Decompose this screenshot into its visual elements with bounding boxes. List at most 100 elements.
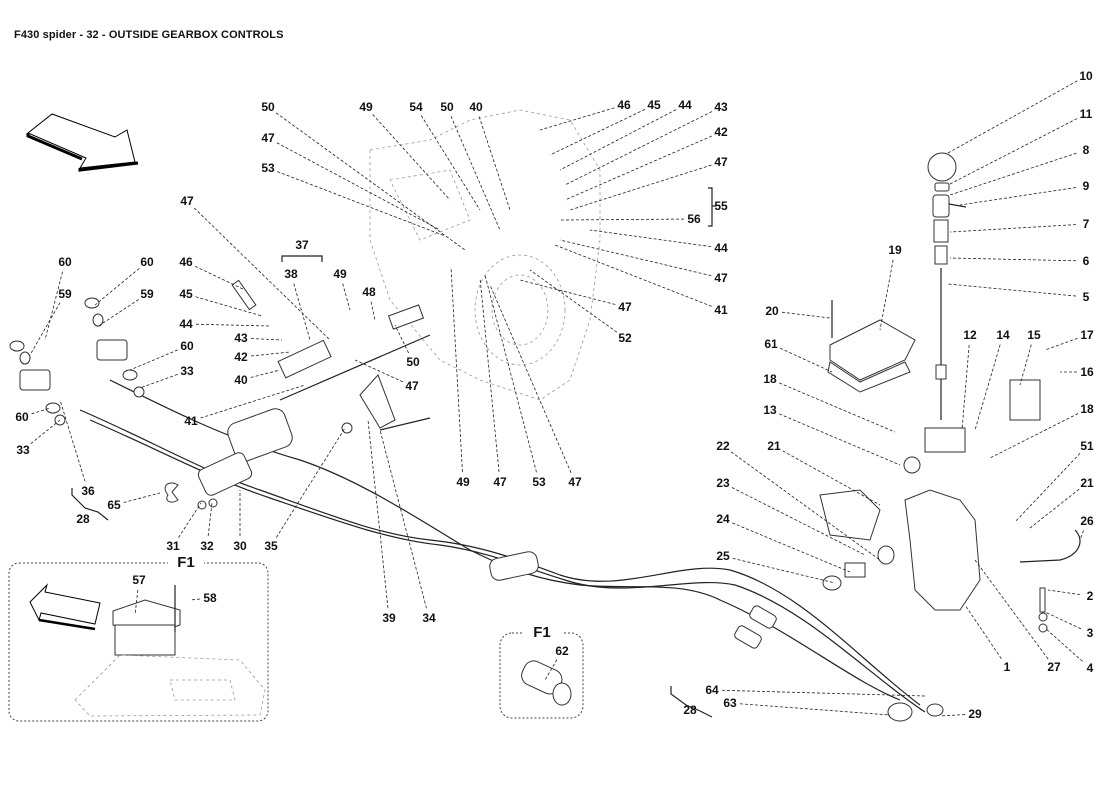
callout-22: 22: [716, 439, 730, 453]
callout-34: 34: [422, 611, 436, 625]
leader-line-44: [195, 323, 271, 327]
leader-line-49: [342, 283, 351, 311]
leader-line-14: [974, 344, 1001, 431]
callout-4: 4: [1086, 661, 1094, 675]
leader-line-53: [277, 171, 446, 237]
callout-47: 47: [714, 155, 728, 169]
callout-37: 37: [295, 238, 309, 252]
callout-47: 47: [714, 271, 728, 285]
callout-49: 49: [359, 100, 373, 114]
callout-51: 51: [1080, 439, 1094, 453]
leader-line-43: [564, 111, 713, 186]
leader-line-41: [554, 244, 712, 307]
leader-line-52: [529, 269, 618, 333]
leader-line-64: [721, 689, 926, 697]
leader-line-21: [782, 450, 881, 506]
callout-14: 14: [996, 328, 1010, 342]
callout-40: 40: [469, 100, 483, 114]
callout-19: 19: [888, 243, 902, 257]
callout-18: 18: [763, 372, 777, 386]
direction-arrow-icon: [26, 113, 139, 172]
callout-45: 45: [647, 98, 661, 112]
callout-35: 35: [264, 539, 278, 553]
leader-line-1: [964, 604, 1002, 659]
leader-line-50: [275, 112, 466, 251]
callout-53: 53: [261, 161, 275, 175]
leader-line-15: [1019, 344, 1032, 386]
gate-plate: [827, 300, 916, 393]
callout-61: 61: [764, 337, 778, 351]
leader-line-36: [59, 399, 86, 482]
leader-line-44: [589, 229, 712, 248]
callout-47: 47: [405, 379, 419, 393]
leader-line-51: [1014, 452, 1081, 523]
shift-lever: [927, 152, 967, 420]
callout-15: 15: [1027, 328, 1041, 342]
callout-49: 49: [456, 475, 470, 489]
callout-28: 28: [683, 703, 697, 717]
callout-46: 46: [617, 98, 631, 112]
leader-line-58: [189, 598, 201, 601]
cable-end-fittings: [9, 297, 353, 510]
callout-13: 13: [763, 403, 777, 417]
callout-47: 47: [618, 300, 632, 314]
callout-21: 21: [767, 439, 781, 453]
leader-line-54: [420, 115, 481, 211]
leader-line-40: [250, 369, 281, 378]
callout-46: 46: [179, 255, 193, 269]
inset-f1-left-title: F1: [177, 554, 195, 571]
leader-line-26: [1079, 530, 1084, 541]
callout-50: 50: [406, 355, 420, 369]
callout-41: 41: [714, 303, 728, 317]
callout-33: 33: [180, 364, 194, 378]
leader-line-47: [354, 359, 404, 383]
callout-30: 30: [233, 539, 247, 553]
callout-62: 62: [555, 644, 569, 658]
leader-line-9: [959, 187, 1077, 206]
leader-line-57: [134, 589, 139, 616]
callout-18: 18: [1080, 402, 1094, 416]
callout-28: 28: [76, 512, 90, 526]
leader-line-47: [489, 284, 572, 473]
leader-line-19: [879, 259, 894, 331]
callout-50: 50: [261, 100, 275, 114]
callout-44: 44: [678, 98, 692, 112]
callout-6: 6: [1082, 254, 1090, 268]
leader-line-53: [484, 274, 537, 473]
callout-43: 43: [234, 331, 248, 345]
leader-line-33: [30, 419, 61, 445]
callout-17: 17: [1080, 328, 1094, 342]
leader-line-4: [1044, 627, 1083, 662]
leader-line-48: [370, 301, 376, 321]
leader-line-50: [394, 324, 409, 354]
group-brackets: [71, 187, 716, 718]
leader-line-47: [276, 142, 441, 231]
leader-line-47: [519, 279, 616, 305]
selector-housing: [819, 379, 1081, 722]
callout-60: 60: [180, 339, 194, 353]
callout-43: 43: [714, 100, 728, 114]
page-title: F430 spider - 32 - OUTSIDE GEARBOX CONTR…: [14, 29, 284, 41]
leader-line-47: [559, 239, 712, 277]
callout-45: 45: [179, 287, 193, 301]
leader-line-35: [275, 427, 346, 538]
leader-line-60: [44, 271, 63, 341]
leader-line-38: [293, 283, 311, 341]
callout-65: 65: [107, 498, 121, 512]
leader-line-18: [779, 382, 896, 433]
leader-line-47: [479, 277, 500, 473]
leader-line-17: [1044, 337, 1078, 351]
leader-line-60: [31, 407, 51, 415]
leader-line-44: [559, 109, 677, 171]
callout-1: 1: [1003, 660, 1011, 674]
leader-line-8: [949, 152, 1077, 196]
callout-38: 38: [284, 267, 298, 281]
callout-40: 40: [234, 373, 248, 387]
callout-16: 16: [1080, 365, 1094, 379]
callout-54: 54: [409, 100, 423, 114]
callout-53: 53: [532, 475, 546, 489]
callout-60: 60: [15, 410, 29, 424]
callout-64: 64: [705, 683, 719, 697]
leader-line-49: [450, 266, 463, 473]
